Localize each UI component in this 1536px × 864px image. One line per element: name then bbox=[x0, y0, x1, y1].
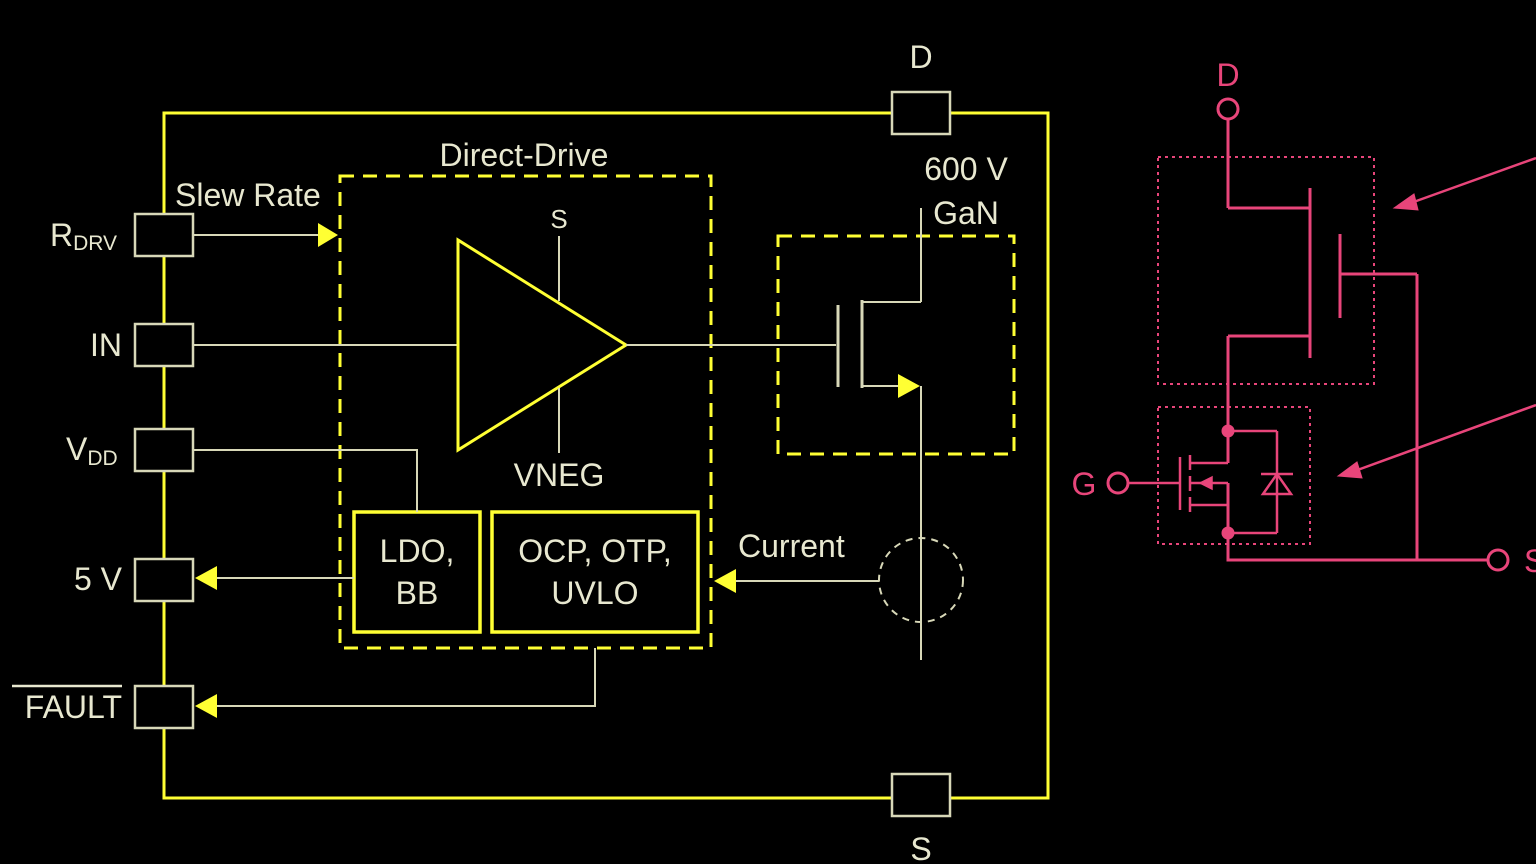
cascode-source-label: S bbox=[1524, 543, 1536, 579]
cascode-schematic: D bbox=[1072, 57, 1536, 579]
amp-s-label: S bbox=[550, 204, 567, 234]
slew-rate-label: Slew Rate bbox=[175, 177, 321, 213]
ldo-bb-block bbox=[352, 510, 482, 634]
gan-voltage-label: 600 V bbox=[924, 151, 1008, 187]
protection-block bbox=[490, 510, 700, 634]
mosfet-callout-arrowhead bbox=[1336, 461, 1363, 479]
vdd-pin bbox=[133, 427, 195, 473]
drain-pin-label: D bbox=[909, 39, 932, 75]
cascode-source-terminal bbox=[1486, 548, 1510, 572]
mosfet-callout-line bbox=[1351, 403, 1536, 474]
current-label: Current bbox=[738, 528, 845, 564]
protection-label-line2: UVLO bbox=[551, 575, 638, 611]
vdd-pin-label: VDD bbox=[66, 431, 118, 470]
in-pin bbox=[133, 322, 195, 368]
rdrv-pin-label: RDRV bbox=[50, 217, 117, 255]
si-mosfet-box bbox=[1157, 406, 1311, 545]
source-pin-label: S bbox=[910, 831, 931, 864]
direct-drive-box bbox=[338, 174, 713, 650]
protection-to-fault-line bbox=[217, 648, 596, 707]
slew-rate-arrow bbox=[318, 223, 338, 247]
gan-source-arrow bbox=[898, 374, 920, 398]
amp-vneg-label: VNEG bbox=[514, 457, 605, 493]
cascode-drain-terminal bbox=[1216, 97, 1240, 121]
current-sense-arrow bbox=[714, 569, 736, 593]
gan-hemt-box bbox=[1157, 156, 1375, 385]
direct-drive-block-diagram: D S RDRV IN VDD 5 V FAULT Direct-Drive S… bbox=[12, 39, 1050, 864]
cascode-gate-label: G bbox=[1072, 466, 1097, 502]
five-v-pin-label: 5 V bbox=[74, 561, 123, 597]
hemt-callout-arrowhead bbox=[1392, 193, 1419, 211]
protection-label-line1: OCP, OTP, bbox=[518, 533, 672, 569]
rdrv-pin bbox=[133, 212, 195, 258]
mosfet-body-arrow bbox=[1198, 475, 1213, 491]
source-pin bbox=[890, 772, 952, 818]
hemt-callout-line bbox=[1407, 156, 1536, 206]
driver-amplifier bbox=[456, 237, 629, 453]
gan-type-label: GaN bbox=[933, 195, 999, 231]
fault-pin-label: FAULT bbox=[25, 689, 122, 725]
five-v-pin bbox=[133, 557, 195, 603]
in-pin-label: IN bbox=[90, 327, 122, 363]
cascode-drain-label: D bbox=[1216, 57, 1239, 93]
vdd-to-ldo-line bbox=[193, 449, 418, 512]
ldo-label-line2: BB bbox=[396, 575, 439, 611]
body-diode-triangle bbox=[1260, 471, 1294, 496]
cascode-source-bus bbox=[1226, 533, 1488, 562]
gan-box bbox=[776, 234, 1016, 456]
ldo-label-line1: LDO, bbox=[380, 533, 455, 569]
direct-drive-title: Direct-Drive bbox=[440, 137, 609, 173]
cascode-gate-terminal bbox=[1106, 471, 1130, 495]
drain-pin bbox=[890, 90, 952, 136]
fault-pin bbox=[133, 684, 195, 730]
five-v-arrow bbox=[195, 566, 217, 590]
fault-arrow bbox=[195, 694, 217, 718]
